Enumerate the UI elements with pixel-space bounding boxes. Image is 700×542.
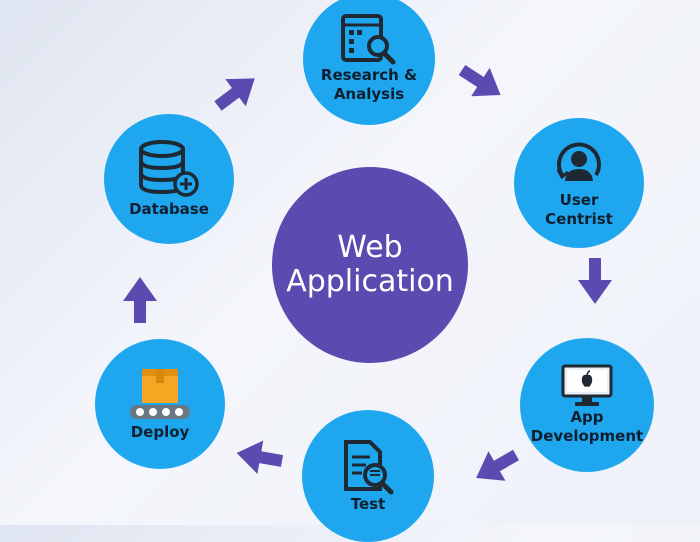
arrow-appdev-to-test <box>467 440 525 493</box>
user-profile-icon <box>556 142 601 182</box>
node-label-line1: Research & <box>320 66 418 85</box>
center-hub: Web Application <box>272 167 468 363</box>
node-label-line2: Centrist <box>545 210 613 228</box>
node-research-analysis: Research & Analysis <box>303 0 435 125</box>
document-search-icon <box>341 14 396 65</box>
arrow-user-to-appdev <box>578 258 612 304</box>
arrow-database-to-research <box>207 64 265 120</box>
arrow-deploy-to-database <box>123 277 157 323</box>
database-add-icon <box>139 139 199 197</box>
node-user-centrist: User Centrist <box>514 118 644 248</box>
node-label-line1: User <box>559 191 599 210</box>
node-label: Database <box>129 199 209 218</box>
center-title-line1: Web <box>337 230 403 266</box>
node-label: Deploy <box>130 422 190 441</box>
arrow-test-to-deploy <box>233 436 285 478</box>
conveyor-box-icon <box>130 368 190 419</box>
center-title-line2: Application <box>286 264 454 299</box>
node-app-development: App Development <box>520 338 654 472</box>
node-test: Test <box>302 410 434 542</box>
desktop-monitor-icon <box>561 364 613 407</box>
test-document-icon <box>344 439 394 495</box>
arrow-research-to-user <box>452 55 510 110</box>
node-database: Database <box>104 114 234 244</box>
node-label-line1: App <box>570 408 604 427</box>
node-label-line2: Analysis <box>333 85 405 103</box>
node-label: Test <box>350 494 386 513</box>
node-label-line2: Development <box>530 427 644 445</box>
web-application-cycle-diagram: Web Application Research & Analysis User… <box>95 0 654 542</box>
node-deploy: Deploy <box>95 339 225 469</box>
